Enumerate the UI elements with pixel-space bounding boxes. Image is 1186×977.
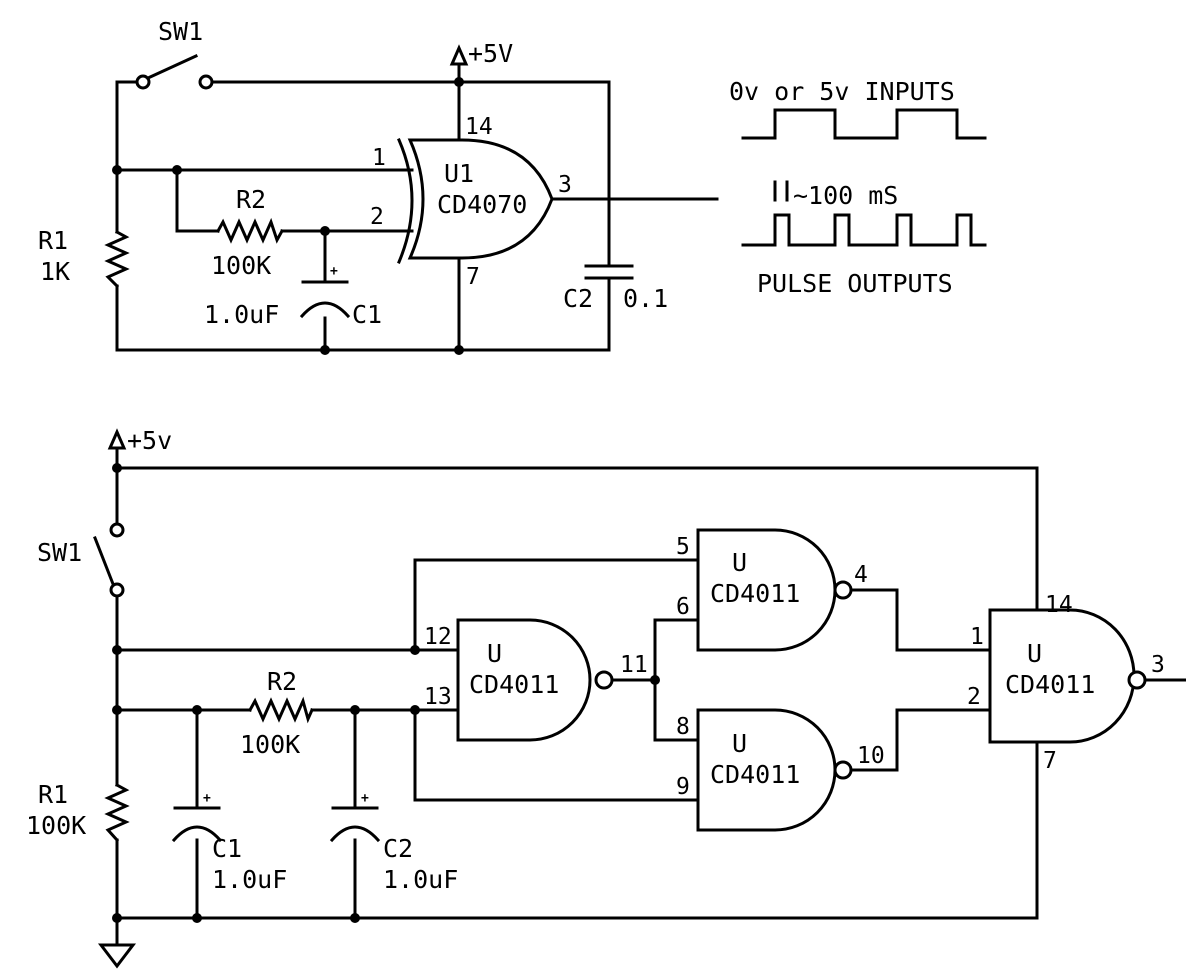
bottom-capacitor-c1 — [171, 806, 223, 843]
top-pin-2: 2 — [370, 204, 384, 230]
bottom-resistor-r1 — [104, 782, 130, 843]
top-capacitor-c2 — [584, 264, 634, 280]
bottom-r2-name: R2 — [267, 667, 297, 696]
bottom-switch-sw1 — [93, 522, 125, 598]
top-r1-value: 1K — [40, 257, 70, 286]
bottom-c1-plus: + — [203, 791, 211, 806]
top-r2-name: R2 — [236, 185, 266, 214]
top-u1-name: U1 — [444, 159, 474, 188]
bottom-supply-arrow-icon — [107, 428, 127, 450]
gate-a-name: U — [487, 639, 502, 668]
nand-gate-b — [696, 528, 853, 652]
pulse-width-marker-icon — [773, 180, 789, 202]
gate-d-part: CD4011 — [1005, 670, 1095, 699]
waveform-outputs-label: PULSE OUTPUTS — [757, 269, 953, 298]
top-resistor-r1 — [104, 229, 130, 289]
gate-d-pin-7: 7 — [1043, 748, 1057, 774]
ground-icon — [97, 943, 137, 969]
bottom-c1-name: C1 — [212, 834, 242, 863]
top-c1-plus: + — [330, 264, 338, 279]
bottom-c2-name: C2 — [383, 834, 413, 863]
top-c1-name: C1 — [352, 300, 382, 329]
top-pin-14: 14 — [465, 114, 493, 140]
top-supply-label: +5V — [468, 39, 513, 68]
top-xor-gate-u1 — [397, 138, 554, 264]
gate-a-pin-12: 12 — [424, 624, 452, 650]
bottom-c2-value: 1.0uF — [383, 865, 458, 894]
gate-b-name: U — [732, 548, 747, 577]
gate-b-pin-5: 5 — [676, 534, 690, 560]
bottom-c2-plus: + — [361, 791, 369, 806]
bottom-junctions — [112, 463, 660, 923]
nand-gate-a — [456, 618, 614, 742]
gate-a-part: CD4011 — [469, 670, 559, 699]
top-pin-1: 1 — [372, 145, 386, 171]
bottom-capacitor-c2 — [329, 806, 381, 843]
nand-gate-d — [988, 608, 1147, 744]
top-circuit: SW1 +5V R1 1K — [38, 17, 719, 355]
bottom-r1-name: R1 — [38, 780, 68, 809]
gate-b-pin-4: 4 — [854, 562, 868, 588]
bottom-resistor-r2 — [247, 696, 314, 724]
gate-a-pin-11: 11 — [620, 652, 648, 678]
top-pin-3: 3 — [558, 172, 572, 198]
bottom-r1-value: 100K — [26, 811, 86, 840]
waveform-panel: 0v or 5v INPUTS ~100 mS PULSE OUTPUTS — [729, 77, 987, 298]
gate-d-pin-3: 3 — [1151, 652, 1165, 678]
top-switch-sw1 — [135, 54, 214, 90]
bottom-sw1-label: SW1 — [37, 538, 82, 567]
bottom-circuit: +5v SW1 R1 100K R2 100K + C1 1.0uF — [26, 426, 1186, 969]
bottom-wires — [115, 449, 1186, 947]
waveform-output-trace — [741, 213, 987, 247]
top-pin-7: 7 — [466, 264, 480, 290]
bottom-supply-label: +5v — [127, 426, 172, 455]
gate-a-pin-13: 13 — [424, 684, 452, 710]
waveform-pulse-width-label: ~100 mS — [793, 181, 898, 210]
bottom-c1-value: 1.0uF — [212, 865, 287, 894]
gate-d-name: U — [1027, 639, 1042, 668]
top-c1-value: 1.0uF — [204, 300, 279, 329]
top-c2-name: C2 — [563, 284, 593, 313]
waveform-input-trace — [741, 108, 987, 140]
top-sw1-label: SW1 — [158, 17, 203, 46]
gate-c-part: CD4011 — [710, 760, 800, 789]
gate-c-pin-8: 8 — [676, 714, 690, 740]
gate-c-pin-9: 9 — [676, 774, 690, 800]
gate-d-pin-2: 2 — [967, 684, 981, 710]
gate-c-pin-10: 10 — [857, 743, 885, 769]
gate-d-pin-14: 14 — [1045, 592, 1073, 618]
waveform-inputs-label: 0v or 5v INPUTS — [729, 77, 955, 106]
gate-c-name: U — [732, 729, 747, 758]
top-u1-part: CD4070 — [437, 190, 527, 219]
top-supply-arrow-icon — [449, 44, 469, 66]
nand-gate-c — [696, 708, 853, 832]
top-c2-value: 0.1 — [623, 284, 668, 313]
top-wires — [115, 65, 719, 352]
bottom-r2-value: 100K — [240, 730, 300, 759]
top-r2-value: 100K — [211, 251, 271, 280]
top-junctions — [112, 77, 464, 355]
gate-d-pin-1: 1 — [970, 624, 984, 650]
top-r1-name: R1 — [38, 226, 68, 255]
top-capacitor-c1 — [299, 280, 351, 319]
gate-b-part: CD4011 — [710, 579, 800, 608]
top-resistor-r2 — [215, 217, 285, 244]
gate-b-pin-6: 6 — [676, 594, 690, 620]
